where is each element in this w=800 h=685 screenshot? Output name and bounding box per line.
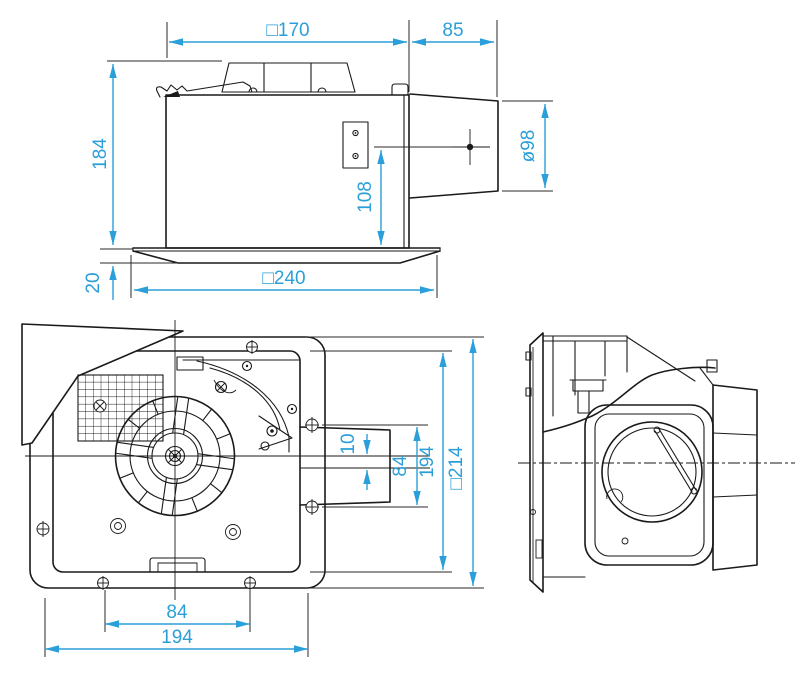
side-view-linework [518, 332, 795, 593]
dim-panel-thickness: 20 [83, 272, 104, 293]
ceiling-panel-profile [132, 250, 441, 264]
dim-center-offset: 10 [338, 433, 359, 454]
dim-duct-length: 85 [442, 20, 463, 41]
panel-edge [525, 332, 544, 593]
bottom-view-dimensions: 10 84 194 □214 84 194 [45, 339, 477, 653]
front-view-linework [132, 62, 499, 264]
front-view: □170 85 184 20 □240 108 ø98 [83, 20, 553, 300]
break-curve [542, 366, 716, 433]
screw-symbols [36, 340, 319, 590]
front-view-witness-lines [100, 20, 553, 298]
dim-outlet-width: 84 [390, 455, 411, 477]
dim-body-height: 184 [90, 138, 111, 170]
junction-box [342, 121, 369, 169]
mounting-bracket [155, 81, 253, 98]
duct-adapter-box [699, 359, 758, 571]
duct-outline [409, 93, 499, 199]
scroll-housing [196, 360, 298, 453]
panel-outline [29, 336, 326, 589]
dim-duct-center-height: 108 [355, 181, 376, 213]
front-view-dimensions: □170 85 184 20 □240 108 ø98 [83, 20, 549, 300]
body-side [530, 335, 696, 578]
centerlines [25, 320, 430, 600]
duct-center-mark [452, 129, 490, 165]
dim-panel-depth: □214 [446, 446, 467, 490]
right-side-view [518, 332, 795, 593]
dim-duct-diameter: ø98 [518, 130, 539, 163]
dim-screw-pitch: 84 [166, 602, 188, 623]
dim-panel-width: □240 [262, 268, 305, 289]
grille [77, 374, 164, 442]
panel-tab [149, 557, 206, 573]
dim-mount-pitch: 194 [161, 627, 193, 648]
panel-corner-flap [21, 323, 184, 446]
body-outline [52, 350, 301, 573]
top-mounting-box [221, 62, 356, 93]
bottom-view: 10 84 194 □214 84 194 [21, 320, 484, 657]
dim-body-depth: 194 [417, 446, 438, 478]
right-clip [391, 83, 409, 96]
dim-body-width-top: □170 [266, 20, 309, 41]
bottom-view-linework [21, 320, 430, 600]
